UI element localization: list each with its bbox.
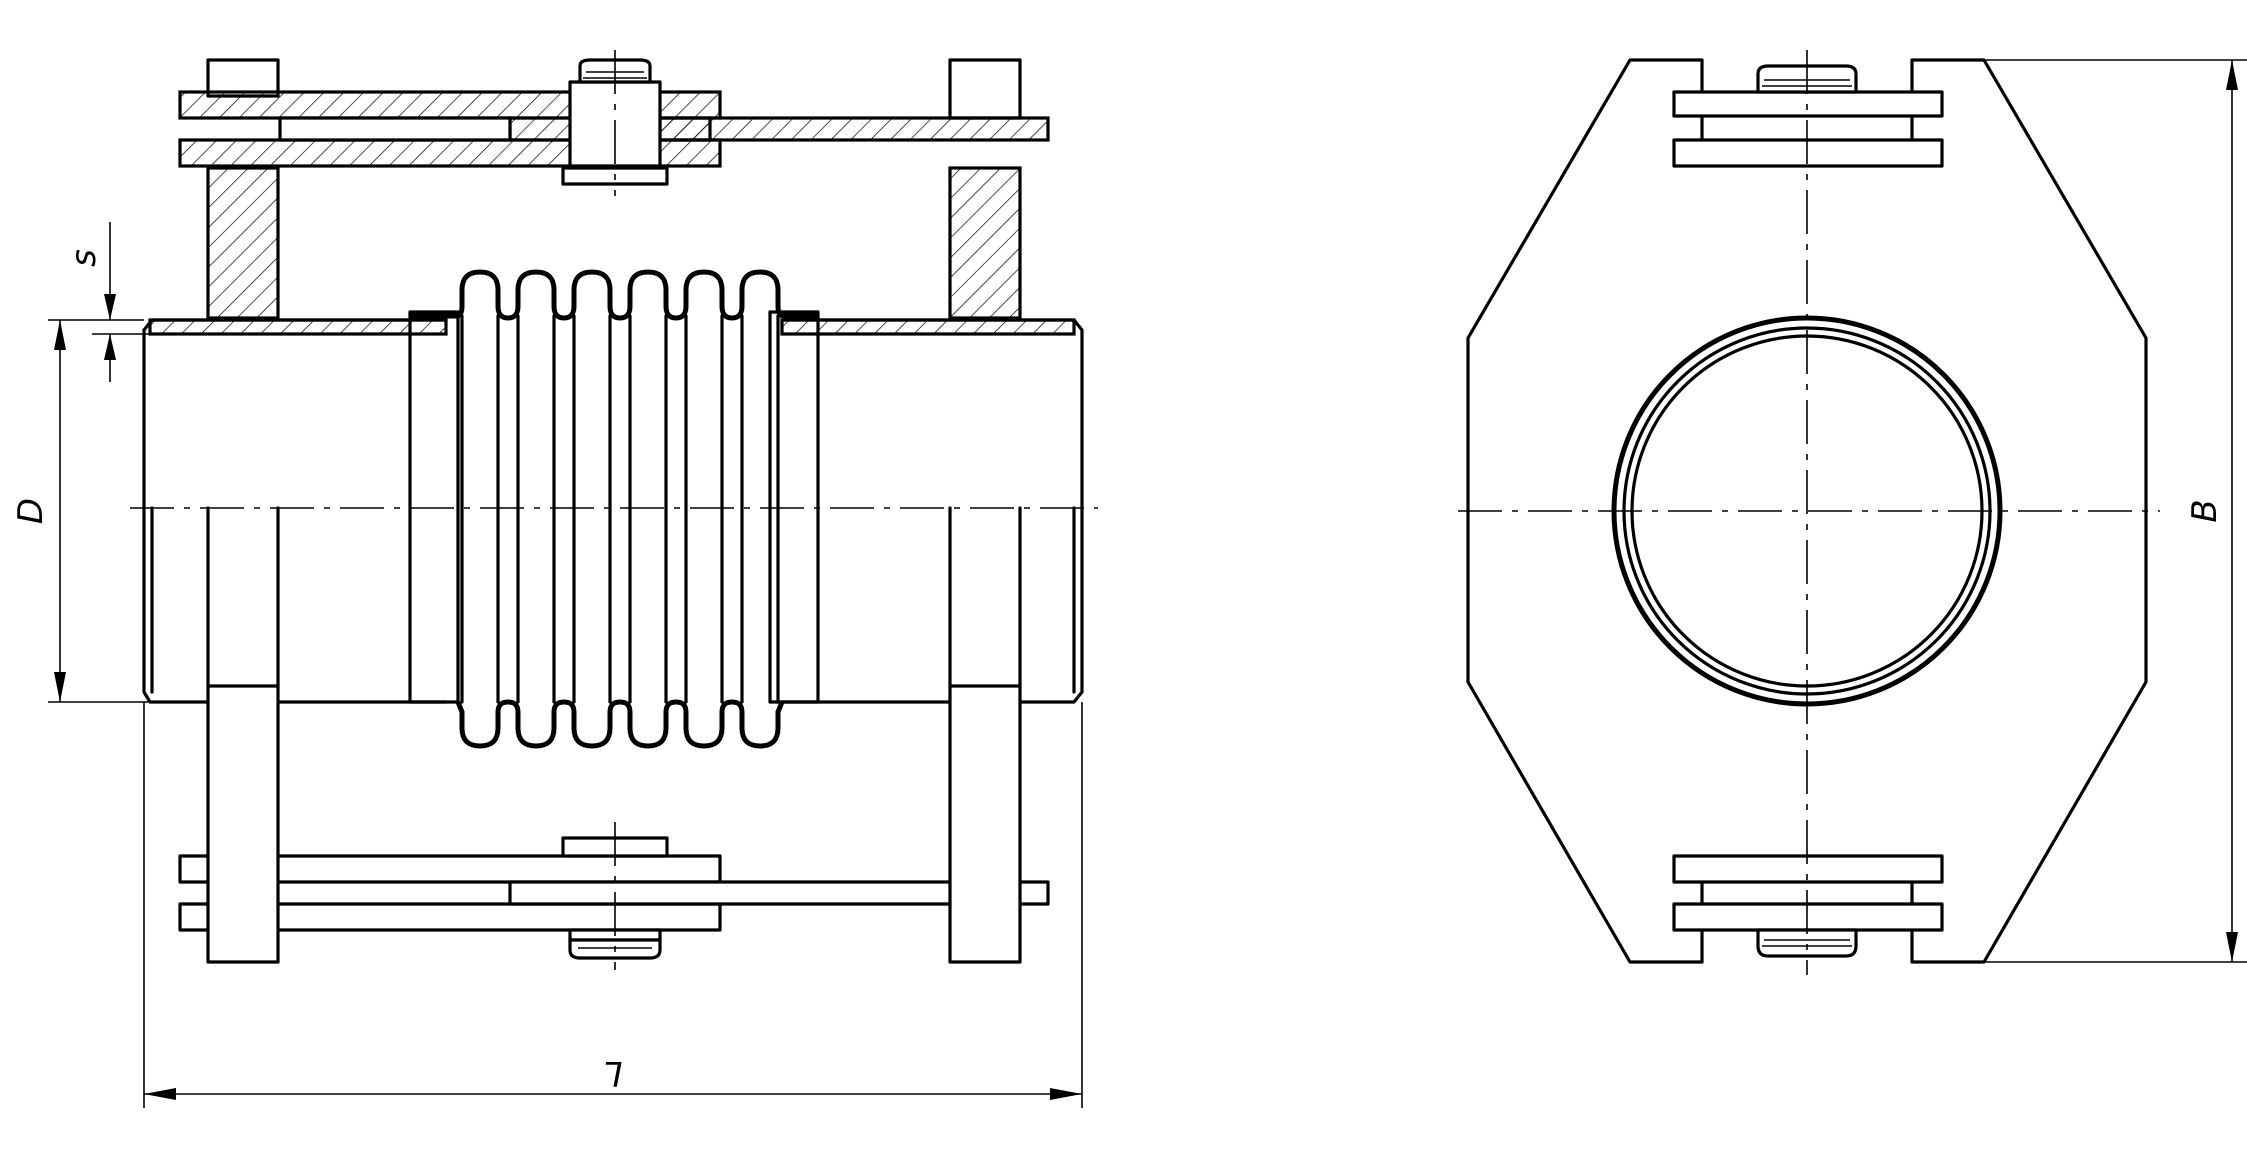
left-pipe-wall	[148, 318, 448, 336]
side-lower-bolt	[1756, 928, 1858, 958]
front-view: s D L	[11, 50, 1098, 1108]
lower-tie-rod	[508, 880, 1050, 906]
side-lower-plate-outer	[1672, 854, 1944, 884]
bellows	[410, 269, 818, 749]
upper-left-lug	[206, 166, 280, 320]
left-sleeve	[408, 310, 460, 704]
dimension-b: B	[1984, 59, 2247, 963]
upper-right-lug-top	[948, 58, 1022, 120]
dimension-s: s	[48, 222, 150, 382]
right-pipe-wall	[780, 318, 1076, 336]
dimension-l: L	[143, 702, 1083, 1108]
s-label: s	[64, 249, 104, 267]
upper-right-lug	[948, 166, 1022, 320]
d-label: D	[11, 498, 51, 524]
right-sleeve	[768, 310, 820, 704]
right-pipe-end	[780, 318, 1084, 704]
side-upper-plate-inner	[1672, 138, 1944, 168]
lower-left-lug	[206, 684, 280, 964]
b-label: B	[2185, 499, 2225, 522]
dimension-d: D	[11, 320, 148, 703]
upper-tie-gap	[278, 116, 512, 142]
side-upper-plate-outer	[1672, 90, 1944, 118]
lower-right-lug	[948, 684, 1022, 964]
l-label: L	[604, 1053, 623, 1093]
side-lower-plate-inner	[1672, 902, 1944, 932]
side-view: B	[1458, 50, 2247, 975]
left-pipe-end	[142, 318, 448, 704]
upper-tie-mid	[658, 116, 712, 142]
